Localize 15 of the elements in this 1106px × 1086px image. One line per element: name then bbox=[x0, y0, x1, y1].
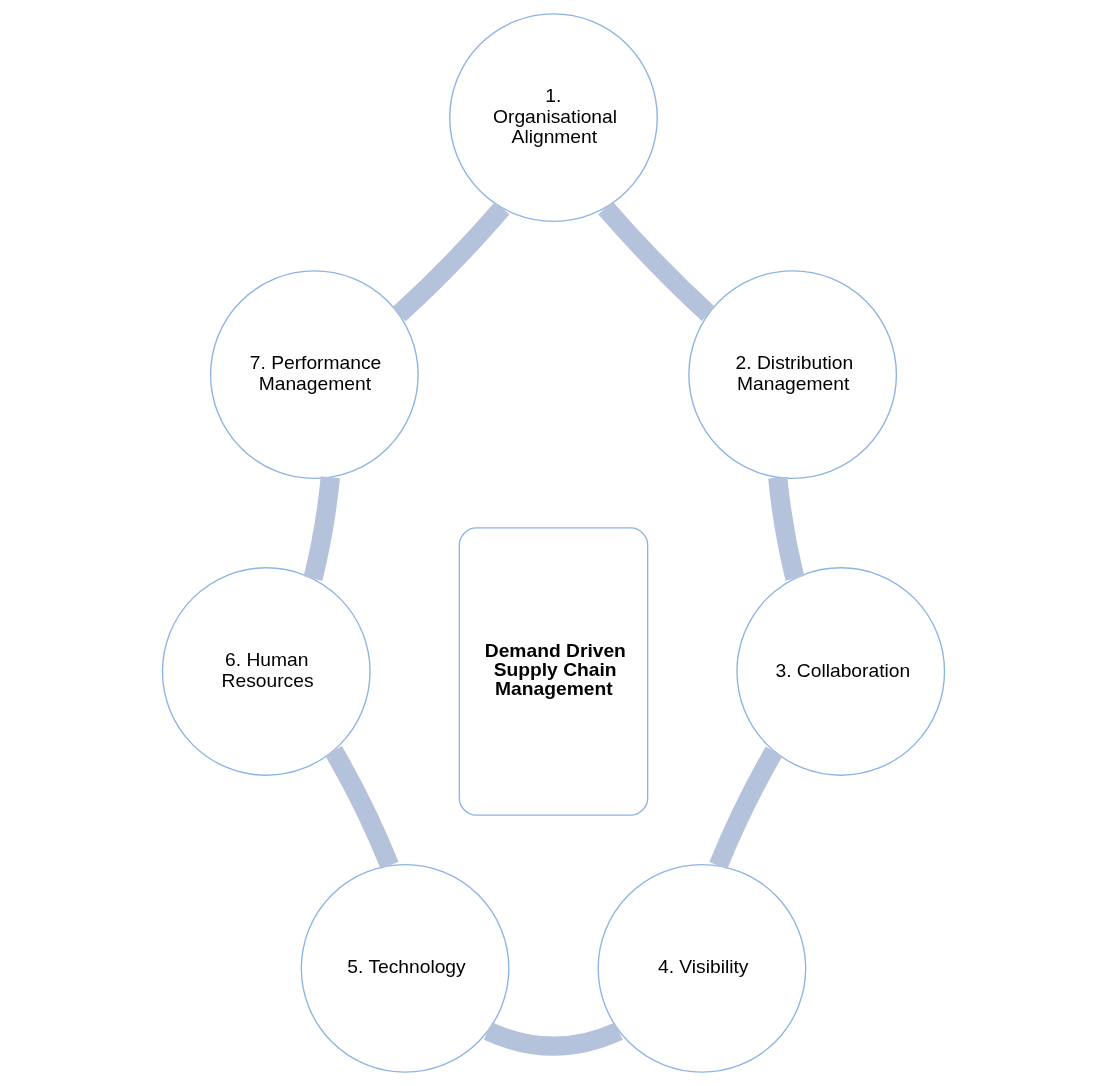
node-circle: 5. Technology bbox=[300, 863, 509, 1073]
node-circle: 1. Organisational Alignment bbox=[448, 13, 658, 223]
connector bbox=[324, 746, 398, 869]
node-circle: 7. Performance Management bbox=[209, 270, 419, 480]
connector bbox=[597, 201, 715, 321]
connector bbox=[767, 476, 804, 581]
node-circle: 6. Human Resources bbox=[161, 567, 371, 776]
connector bbox=[483, 1022, 622, 1056]
connector bbox=[303, 476, 340, 581]
node-circle: 2. Distribution Management bbox=[687, 270, 897, 480]
node-box: Demand Driven Supply Chain Management bbox=[458, 527, 648, 816]
node-circle: 4. Visibility bbox=[597, 863, 806, 1073]
connector bbox=[708, 746, 783, 870]
node-circle: 3. Collaboration bbox=[735, 567, 945, 776]
connector bbox=[391, 201, 509, 322]
